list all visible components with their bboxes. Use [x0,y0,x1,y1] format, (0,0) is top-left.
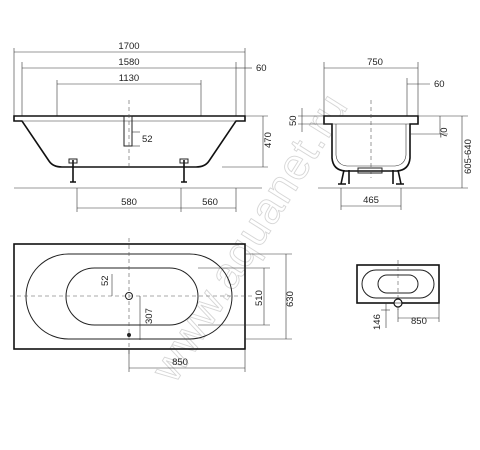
dim-plan-drain-edge: 307 [144,308,155,324]
dim-feet-span: 465 [363,195,379,206]
dim-rim-height: 70 [439,127,450,138]
dim-leg-right: 560 [202,197,218,208]
dim-plan-outer-width: 630 [285,291,296,307]
dim-plan-drain-offset: 52 [100,275,111,286]
dim-leg-left: 580 [121,197,137,208]
dim-top-offset: 50 [288,115,299,126]
dim-total-width: 750 [367,57,383,68]
dim-small-side: 146 [372,314,383,330]
dim-plan-inner-width: 510 [254,290,265,306]
small-plan-view: 146 850 [356,260,440,330]
front-view: 1700 1580 60 1130 52 470 [13,41,274,212]
dim-total-height: 605-640 [463,139,474,174]
dim-small-center: 850 [411,316,427,327]
side-view: 750 60 50 70 605-640 [288,57,474,210]
dim-side-rim: 60 [434,79,445,90]
dim-rim: 60 [256,63,267,74]
plan-view: 52 307 510 630 850 [10,238,296,372]
dim-inner-length: 1130 [119,73,139,84]
dim-drain: 52 [142,134,153,145]
dim-plan-drain-center: 850 [172,357,188,368]
dim-total-length: 1700 [118,41,139,52]
dim-mid-length: 1580 [118,57,139,68]
dim-height: 470 [263,132,274,148]
